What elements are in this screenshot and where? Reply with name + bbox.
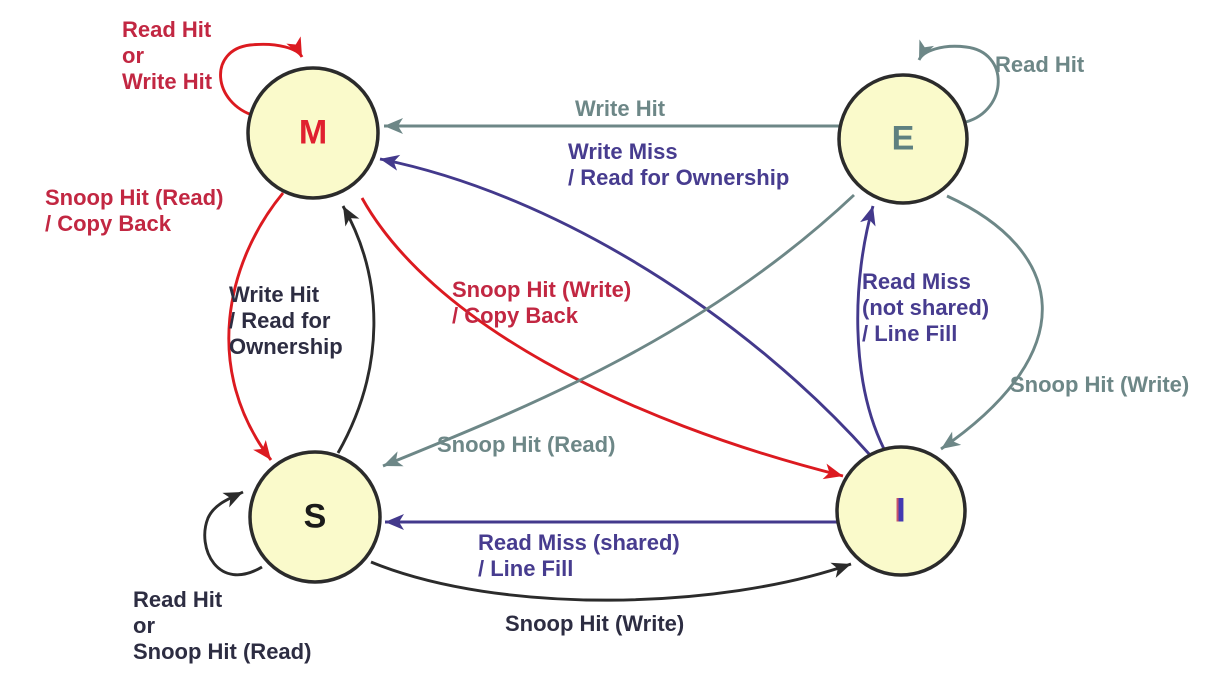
state-modified-label: M	[298, 113, 328, 152]
state-invalid-circle	[835, 445, 967, 577]
edge-m-self-loop	[219, 36, 304, 118]
label-e-to-m: Write Hit	[575, 96, 665, 122]
label-line: / Line Fill	[478, 556, 574, 581]
label-line: / Read for	[229, 308, 331, 333]
label-line: Write Hit	[122, 69, 213, 94]
label-line: / Read for Ownership	[568, 165, 790, 190]
label-m-to-i: Snoop Hit (Write) / Copy Back	[452, 277, 631, 329]
label-line: / Copy Back	[452, 303, 578, 328]
label-line: Write Hit	[575, 96, 666, 121]
label-i-to-e: Read Miss (not shared) / Line Fill	[862, 269, 989, 347]
state-exclusive-label: E	[891, 119, 915, 158]
edge-i-to-m	[379, 154, 872, 456]
label-e-self-loop: Read Hit	[995, 52, 1084, 78]
label-line: Snoop Hit (Read)	[45, 185, 224, 210]
edge-s-to-i	[370, 560, 852, 602]
edge-e-to-i	[940, 194, 1044, 451]
label-s-to-m: Write Hit / Read for Ownership	[229, 282, 343, 360]
label-m-to-s: Snoop Hit (Read) / Copy Back	[45, 185, 223, 237]
edge-s-to-m	[336, 205, 376, 454]
label-s-to-i: Snoop Hit (Write)	[505, 611, 684, 637]
label-line: Read Miss (shared)	[478, 530, 680, 555]
label-line: Snoop Hit (Write)	[452, 277, 632, 302]
label-line: / Line Fill	[862, 321, 958, 346]
label-line: Write Miss	[568, 139, 678, 164]
label-line: Read Hit	[995, 52, 1085, 77]
label-line: Snoop Hit (Read)	[437, 432, 616, 457]
label-line: Read Miss	[862, 269, 971, 294]
state-exclusive-circle	[837, 73, 969, 205]
label-line: Read Hit	[122, 17, 212, 42]
label-line: Write Hit	[229, 282, 320, 307]
edge-s-self-loop	[203, 490, 263, 576]
label-line: or	[122, 43, 144, 68]
label-s-self-loop: Read Hit or Snoop Hit (Read)	[133, 587, 311, 665]
label-i-to-m: Write Miss / Read for Ownership	[568, 139, 789, 191]
edge-m-to-s	[227, 192, 285, 461]
label-line: Read Hit	[133, 587, 223, 612]
label-line: or	[133, 613, 155, 638]
label-i-to-s: Read Miss (shared) / Line Fill	[478, 530, 680, 582]
label-line: Snoop Hit (Write)	[505, 611, 685, 636]
label-e-to-i: Snoop Hit (Write)	[1010, 372, 1189, 398]
edge-i-to-e	[856, 205, 886, 450]
label-line: / Copy Back	[45, 211, 171, 236]
label-m-self-loop: Read Hit or Write Hit	[122, 17, 212, 95]
label-line: Snoop Hit (Read)	[133, 639, 312, 664]
label-line: Ownership	[229, 334, 343, 359]
label-line: (not shared)	[862, 295, 990, 320]
edge-e-self-loop	[917, 39, 1000, 124]
label-e-to-s: Snoop Hit (Read)	[437, 432, 615, 458]
state-shared-label: S	[303, 497, 327, 536]
edge-m-to-i	[360, 197, 844, 480]
state-modified-circle	[246, 66, 380, 200]
state-invalid-label: I	[896, 491, 906, 530]
edge-e-to-s	[382, 193, 855, 468]
label-line: Snoop Hit (Write)	[1010, 372, 1190, 397]
state-shared-circle	[248, 450, 382, 584]
